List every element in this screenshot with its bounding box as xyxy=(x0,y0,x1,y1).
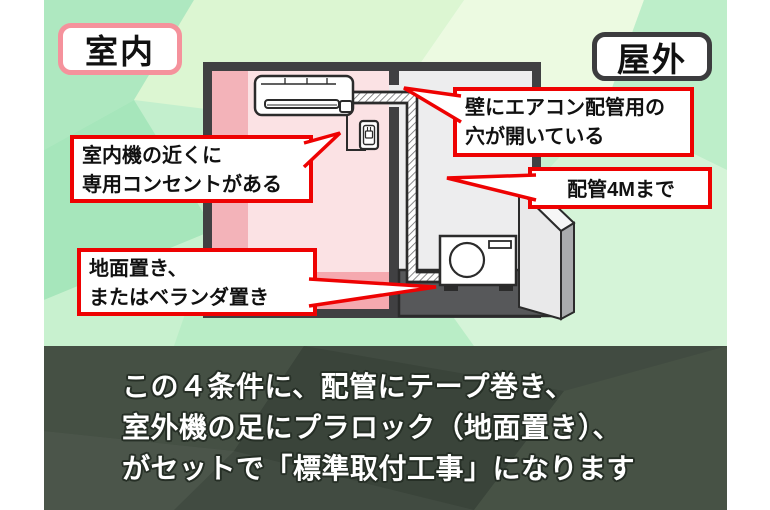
callout-outlet-line2: 専用コンセントがある xyxy=(82,174,282,196)
callout-placement: 地面置き、 またはベランダ置き xyxy=(77,248,317,316)
indoor-label: 室内 xyxy=(58,23,182,75)
footer-band xyxy=(44,346,727,510)
outdoor-label-text: 屋外 xyxy=(617,40,687,78)
footer-line-3: がセットで「標準取付工事」になります xyxy=(122,453,636,484)
outdoor-label: 屋外 xyxy=(592,32,712,81)
callout-placement-line1: 地面置き、 xyxy=(89,258,188,280)
callout-outlet: 室内機の近くに 専用コンセントがある xyxy=(70,135,313,203)
callout-wall-hole: 壁にエアコン配管用の 穴が開いている xyxy=(453,87,694,157)
indoor-label-text: 室内 xyxy=(85,33,155,70)
callout-wall-hole-line1: 壁にエアコン配管用の xyxy=(465,97,665,119)
callout-placement-line2: またはベランダ置き xyxy=(89,287,269,309)
footer-line-2: 室外機の足にプラロック（地面置き）、 xyxy=(122,412,622,443)
footer-line-1: この４条件に、配管にテープ巻き、 xyxy=(122,371,574,402)
callout-pipe-length-line1: 配管4Mまで xyxy=(567,179,675,201)
footer-band-polygons xyxy=(44,346,727,510)
callout-pipe-length: 配管4Mまで xyxy=(528,167,712,209)
footer-summary: この４条件に、配管にテープ巻き、 室外機の足にプラロック（地面置き）、 がセット… xyxy=(122,366,635,489)
callout-wall-hole-line2: 穴が開いている xyxy=(465,126,605,148)
callout-outlet-line1: 室内機の近くに xyxy=(82,145,222,167)
